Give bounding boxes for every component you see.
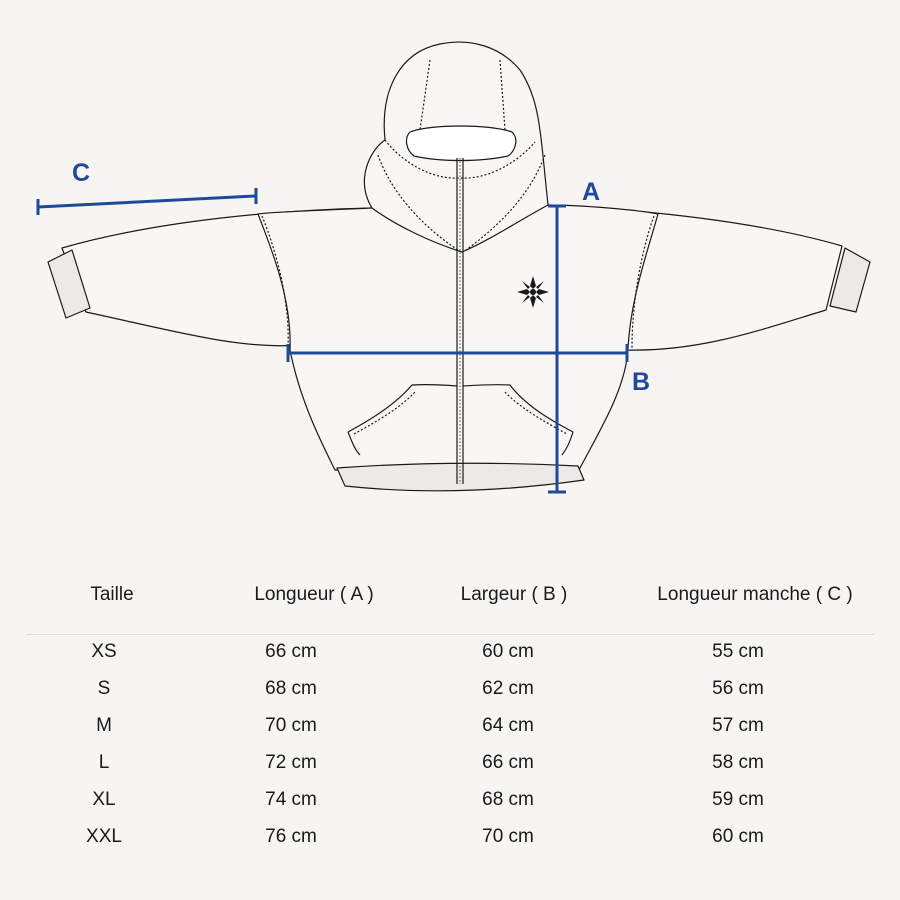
cell-longueur: 70 cm (265, 715, 317, 736)
header-taille: Taille (90, 584, 134, 605)
right-cuff (829, 247, 871, 313)
cell-longueur: 72 cm (265, 752, 317, 773)
cell-longueur: 66 cm (265, 641, 317, 662)
cell-largeur: 60 cm (482, 641, 534, 662)
header-manche: Longueur manche ( C ) (657, 584, 853, 605)
cell-manche: 57 cm (712, 715, 764, 736)
cell-longueur: 74 cm (265, 789, 317, 810)
header-longueur: Longueur ( A ) (254, 584, 374, 605)
zipper (456, 158, 464, 484)
cell-manche: 59 cm (712, 789, 764, 810)
cell-longueur: 76 cm (265, 826, 317, 847)
table-divider (26, 634, 874, 635)
waistband (336, 462, 585, 492)
cell-taille: S (97, 678, 111, 699)
cross-compass-icon (517, 276, 549, 308)
cell-largeur: 64 cm (482, 715, 534, 736)
hoodie-diagram: A B C (36, 41, 871, 494)
measure-b-line (286, 344, 629, 362)
measure-a-line (548, 204, 566, 494)
cell-manche: 56 cm (712, 678, 764, 699)
header-largeur: Largeur ( B ) (460, 584, 568, 605)
size-table: Taille Longueur ( A ) Largeur ( B ) Long… (0, 560, 900, 900)
kangaroo-pocket (347, 383, 574, 456)
cell-largeur: 66 cm (482, 752, 534, 773)
cell-largeur: 68 cm (482, 789, 534, 810)
cell-largeur: 70 cm (482, 826, 534, 847)
label-b: B (632, 368, 650, 396)
cell-taille: L (98, 752, 110, 773)
cell-longueur: 68 cm (265, 678, 317, 699)
cell-manche: 55 cm (712, 641, 764, 662)
cell-taille: M (96, 715, 112, 736)
cell-taille: XXL (86, 826, 122, 847)
label-a: A (582, 178, 600, 206)
label-c: C (72, 159, 90, 187)
cell-manche: 58 cm (712, 752, 764, 773)
cell-manche: 60 cm (712, 826, 764, 847)
hood-opening (405, 125, 517, 162)
left-cuff (47, 249, 91, 319)
measure-c-line (36, 188, 258, 215)
cell-taille: XL (92, 789, 116, 810)
cell-largeur: 62 cm (482, 678, 534, 699)
cell-taille: XS (91, 641, 117, 662)
